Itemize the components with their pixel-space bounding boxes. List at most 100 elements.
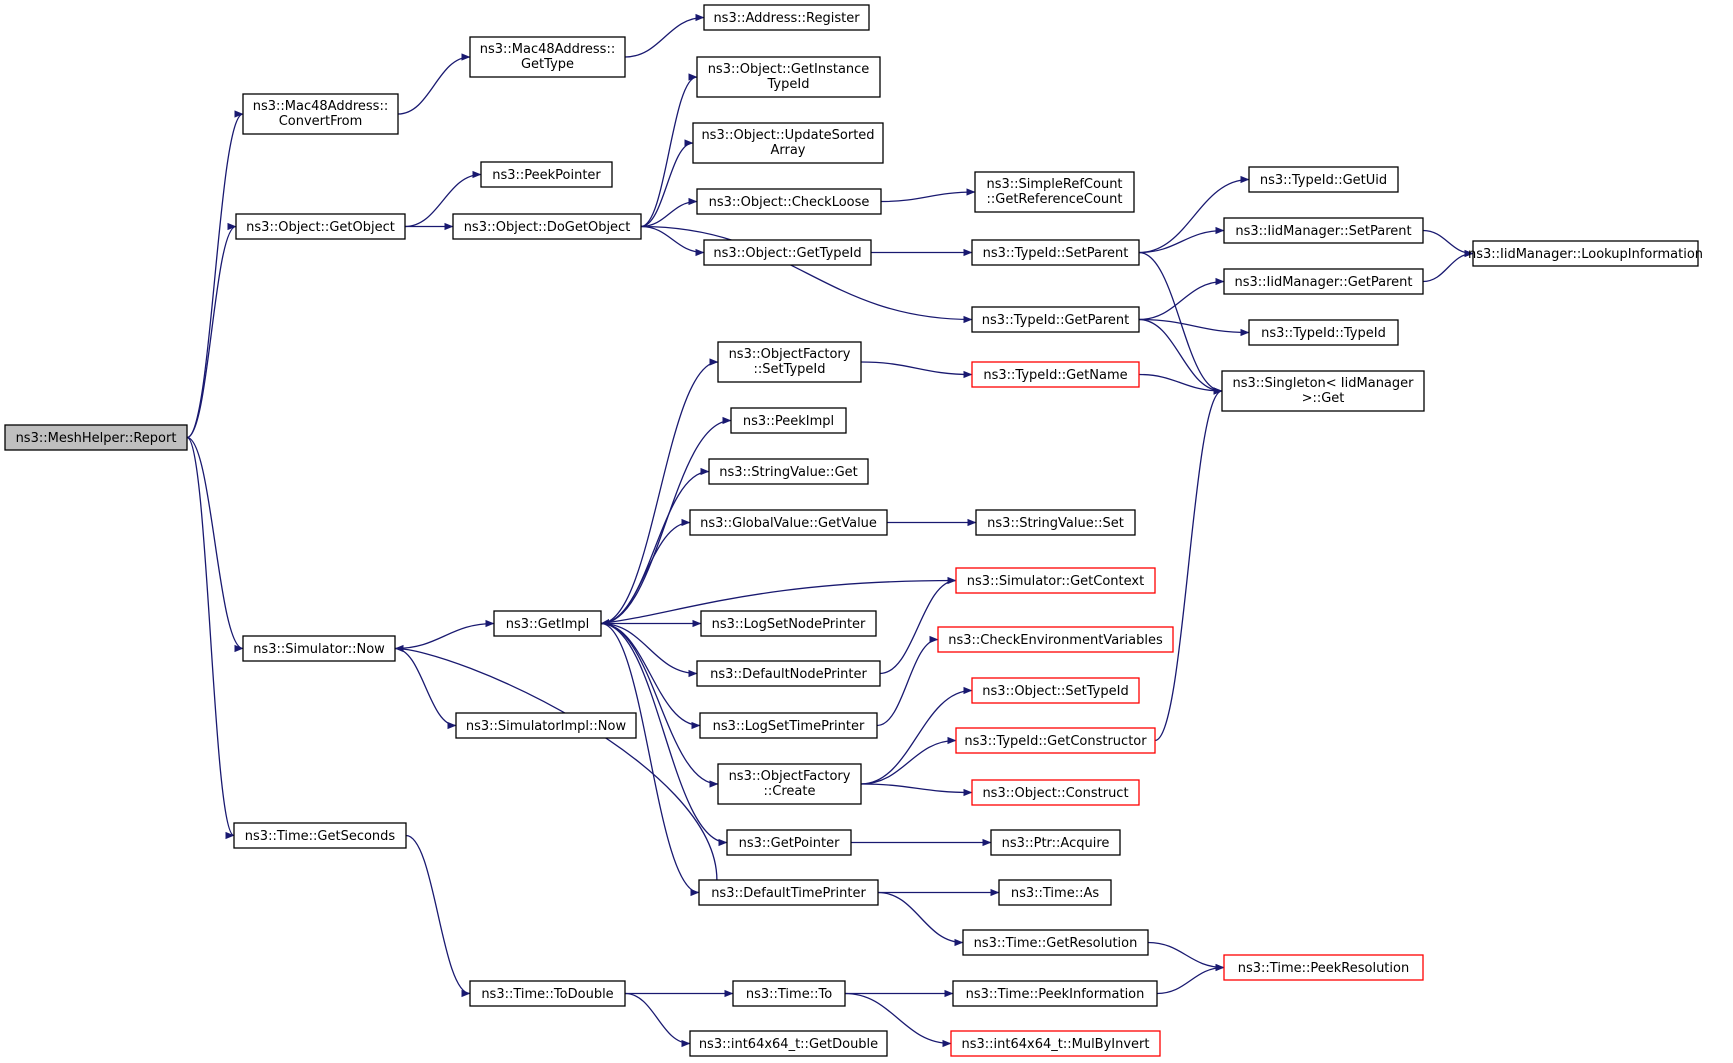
node-checkenv[interactable]: ns3::CheckEnvironmentVariables [937, 626, 1174, 653]
node-label: ns3::Time::GetSeconds [245, 829, 396, 844]
node-logsetnodeprinter[interactable]: ns3::LogSetNodePrinter [700, 610, 877, 637]
node-obj-gettypeid[interactable]: ns3::Object::GetTypeId [703, 239, 872, 266]
node-of-settypeid[interactable]: ns3::ObjectFactory::SetTypeId [717, 341, 862, 383]
node-box [950, 1030, 1161, 1057]
node-tid-getconstructor[interactable]: ns3::TypeId::GetConstructor [955, 727, 1156, 754]
node-time-getresolution[interactable]: ns3::Time::GetResolution [962, 929, 1149, 956]
node-box [990, 829, 1121, 856]
node-tid-getuid[interactable]: ns3::TypeId::GetUid [1248, 166, 1399, 193]
node-tid-typeid[interactable]: ns3::TypeId::TypeId [1248, 319, 1399, 346]
edge-line [1422, 229, 1474, 258]
node-tid-setparent[interactable]: ns3::TypeId::SetParent [971, 239, 1140, 266]
node-box [1223, 954, 1424, 981]
node-label: ns3::IidManager::LookupInformation [1468, 247, 1703, 262]
node-box [1223, 268, 1424, 295]
node-box [955, 567, 1156, 594]
node-getobject[interactable]: ns3::Object::GetObject [235, 213, 406, 240]
node-label: ::SetTypeId [753, 362, 825, 377]
edge-tid-setparent-to-tid-getuid [1138, 175, 1250, 254]
node-time-getseconds[interactable]: ns3::Time::GetSeconds [233, 822, 407, 849]
node-label: ns3::Mac48Address:: [253, 99, 388, 114]
edge-time-getseconds-to-time-todouble [405, 834, 471, 998]
node-label: >::Get [1302, 391, 1345, 406]
node-label: ns3::StringValue::Get [719, 465, 857, 480]
node-box [952, 980, 1158, 1007]
node-iid-getparent[interactable]: ns3::IidManager::GetParent [1223, 268, 1424, 295]
node-layer: ns3::MeshHelper::Report ns3::Mac48Address… [4, 4, 1703, 1057]
node-label: ns3::GlobalValue::GetValue [700, 516, 877, 531]
node-label: ns3::Address::Register [713, 11, 860, 26]
node-label: Array [770, 143, 805, 158]
edge-line [600, 518, 691, 625]
node-ptr-acquire[interactable]: ns3::Ptr::Acquire [990, 829, 1121, 856]
node-obj-construct[interactable]: ns3::Object::Construct [971, 779, 1140, 806]
edge-line [186, 436, 244, 653]
node-label: ns3::CheckEnvironmentVariables [948, 633, 1163, 648]
node-tid-getparent[interactable]: ns3::TypeId::GetParent [971, 306, 1140, 333]
node-sv-set[interactable]: ns3::StringValue::Set [975, 509, 1136, 536]
node-label: ns3::TypeId::SetParent [983, 246, 1129, 261]
node-label: ns3::IidManager::GetParent [1234, 275, 1412, 290]
node-tid-getname[interactable]: ns3::TypeId::GetName [971, 361, 1140, 388]
node-addr-register[interactable]: ns3::Address::Register [703, 4, 870, 31]
node-sv-get[interactable]: ns3::StringValue::Get [708, 458, 869, 485]
edge-dogetobject-to-tid-getparent [640, 225, 973, 324]
edge-line [1138, 175, 1250, 254]
node-label: ns3::TypeId::GetUid [1260, 173, 1387, 188]
node-getpointer[interactable]: ns3::GetPointer [726, 829, 852, 856]
node-convertfrom[interactable]: ns3::Mac48Address::ConvertFrom [242, 93, 399, 135]
node-checkloose[interactable]: ns3::Object::CheckLoose [696, 188, 882, 215]
node-getimpl[interactable]: ns3::GetImpl [493, 610, 602, 637]
node-box [732, 980, 846, 1007]
node-of-create[interactable]: ns3::ObjectFactory::Create [717, 763, 862, 805]
node-label: ns3::MeshHelper::Report [16, 431, 177, 446]
edge-getobject-to-peekpointer [404, 170, 482, 228]
node-obj-settypeid[interactable]: ns3::Object::SetTypeId [971, 677, 1140, 704]
node-peekpointer[interactable]: ns3::PeekPointer [480, 161, 613, 188]
node-i64-mulbyinvert[interactable]: ns3::int64x64_t::MulByInvert [950, 1030, 1161, 1057]
node-box [1221, 370, 1425, 412]
edge-defaulttimeprinter-to-sim-now [394, 644, 718, 881]
node-gv-getvalue[interactable]: ns3::GlobalValue::GetValue [689, 509, 888, 536]
edge-time-getresolution-to-time-peekresolution [1147, 941, 1225, 972]
node-logsettimeprinter[interactable]: ns3::LogSetTimePrinter [699, 712, 878, 739]
node-dogetobject[interactable]: ns3::Object::DoGetObject [452, 213, 642, 240]
edge-line [880, 188, 976, 203]
edge-tid-getparent-to-iid-getparent [1138, 277, 1225, 321]
node-time-todouble[interactable]: ns3::Time::ToDouble [469, 980, 626, 1007]
node-box [971, 779, 1140, 806]
node-sim-now[interactable]: ns3::Simulator::Now [242, 635, 396, 662]
edge-line [1138, 373, 1223, 395]
node-simimpl-now[interactable]: ns3::SimulatorImpl::Now [455, 712, 637, 739]
node-singleton-get[interactable]: ns3::Singleton< IidManager >::Get [1221, 370, 1425, 412]
node-time-as[interactable]: ns3::Time::As [998, 879, 1112, 906]
edge-getimpl-to-gv-getvalue [600, 518, 691, 625]
edge-defaulttimeprinter-to-time-getresolution [877, 891, 964, 947]
node-getrefcount[interactable]: ns3::SimpleRefCount::GetReferenceCount [974, 171, 1135, 213]
node-i64-getdouble[interactable]: ns3::int64x64_t::GetDouble [689, 1030, 888, 1057]
node-box [1472, 240, 1699, 267]
node-mac-gettype[interactable]: ns3::Mac48Address::GetType [469, 36, 626, 78]
node-box [700, 610, 877, 637]
node-report[interactable]: ns3::MeshHelper::Report [4, 424, 188, 451]
node-time-to[interactable]: ns3::Time::To [732, 980, 846, 1007]
node-defaultnodeprinter[interactable]: ns3::DefaultNodePrinter [696, 660, 881, 687]
node-sim-getcontext[interactable]: ns3::Simulator::GetContext [955, 567, 1156, 594]
node-label: ns3::Singleton< IidManager [1232, 376, 1414, 391]
node-defaulttimeprinter[interactable]: ns3::DefaultTimePrinter [698, 879, 879, 906]
edge-getimpl-to-of-create [600, 622, 719, 788]
node-time-peekinformation[interactable]: ns3::Time::PeekInformation [952, 980, 1158, 1007]
node-label: ns3::DefaultTimePrinter [711, 886, 866, 901]
node-peekimpl[interactable]: ns3::PeekImpl [730, 407, 847, 434]
edge-line [394, 619, 495, 650]
node-time-peekresolution[interactable]: ns3::Time::PeekResolution [1223, 954, 1424, 981]
edge-line [640, 73, 698, 228]
node-label: ns3::TypeId::GetParent [982, 313, 1130, 328]
node-box [971, 306, 1140, 333]
node-iid-lookup[interactable]: ns3::IidManager::LookupInformation [1468, 240, 1703, 267]
edge-line [877, 891, 964, 947]
node-box [962, 929, 1149, 956]
node-iid-setparent[interactable]: ns3::IidManager::SetParent [1223, 217, 1424, 244]
